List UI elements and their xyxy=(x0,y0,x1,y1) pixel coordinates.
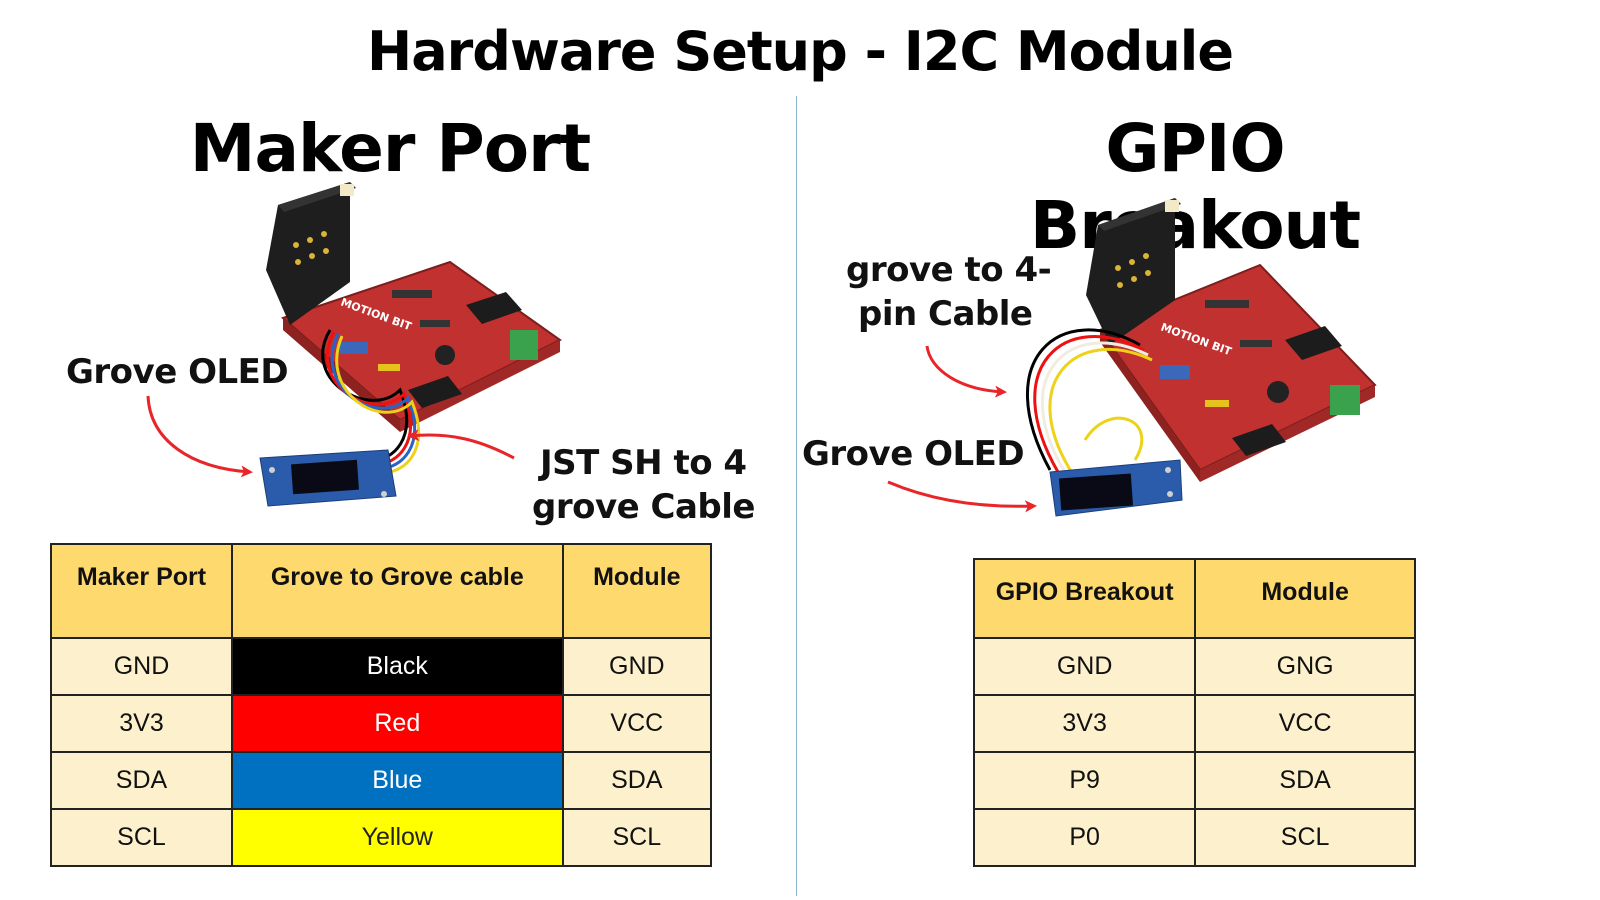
left-grove-oled-module xyxy=(259,449,397,507)
table-header-row: GPIO Breakout Module xyxy=(972,558,1416,639)
right-grove-oled-module xyxy=(1049,459,1183,517)
module-pin: SCL xyxy=(561,808,713,867)
left-microbit xyxy=(266,182,356,325)
maker-port-pin: GND xyxy=(50,637,233,696)
right-cable-label-line1: grove to 4- xyxy=(846,250,1052,290)
left-cable-arrow xyxy=(407,429,515,460)
table-row: P9 SDA xyxy=(972,751,1416,810)
module-pin: VCC xyxy=(1194,694,1416,753)
cable-color-black: Black xyxy=(230,637,564,696)
left-oled-label: Grove OLED xyxy=(66,352,289,392)
left-oled-arrow xyxy=(146,395,253,478)
column-header: Grove to Grove cable xyxy=(230,543,564,639)
right-cable-arrow xyxy=(925,345,1007,398)
column-header: GPIO Breakout xyxy=(972,558,1197,639)
left-grove-cable xyxy=(321,329,421,474)
right-grove-cable xyxy=(1026,328,1153,477)
module-pin: SCL xyxy=(1194,808,1416,867)
maker-port-pin: SDA xyxy=(50,751,233,810)
module-pin: VCC xyxy=(561,694,713,753)
cable-color-yellow: Yellow xyxy=(230,808,564,867)
gpio-pin: P9 xyxy=(972,751,1197,810)
maker-port-pin: 3V3 xyxy=(50,694,233,753)
callout-arrows xyxy=(146,345,1037,513)
column-header: Module xyxy=(561,543,713,639)
maker-port-heading: Maker Port xyxy=(189,110,591,187)
gpio-pin: 3V3 xyxy=(972,694,1197,753)
maker-port-pin-table: Maker Port Grove to Grove cable Module G… xyxy=(50,543,713,867)
column-header: Maker Port xyxy=(50,543,233,639)
right-oled-arrow xyxy=(887,480,1037,513)
right-motionbit-board: MOTION BIT xyxy=(1098,263,1377,482)
table-row: 3V3 Red VCC xyxy=(50,694,713,753)
section-divider xyxy=(796,96,797,896)
maker-port-pin: SCL xyxy=(50,808,233,867)
module-pin: GNG xyxy=(1194,637,1416,696)
right-microbit xyxy=(1086,198,1181,345)
table-row: GND GNG xyxy=(972,637,1416,696)
table-row: 3V3 VCC xyxy=(972,694,1416,753)
gpio-pin: GND xyxy=(972,637,1197,696)
gpio-pin: P0 xyxy=(972,808,1197,867)
right-oled-label: Grove OLED xyxy=(802,434,1025,474)
left-cable-label-line1: JST SH to 4 xyxy=(540,443,747,483)
table-row: SDA Blue SDA xyxy=(50,751,713,810)
module-pin: SDA xyxy=(1194,751,1416,810)
left-cable-label-line2: grove Cable xyxy=(532,487,755,527)
cable-color-blue: Blue xyxy=(230,751,564,810)
module-pin: SDA xyxy=(561,751,713,810)
table-header-row: Maker Port Grove to Grove cable Module xyxy=(50,543,713,639)
gpio-breakout-pin-table: GPIO Breakout Module GND GNG 3V3 VCC P9 … xyxy=(972,558,1416,867)
table-row: SCL Yellow SCL xyxy=(50,808,713,867)
table-row: GND Black GND xyxy=(50,637,713,696)
module-pin: GND xyxy=(561,637,713,696)
cable-color-red: Red xyxy=(230,694,564,753)
table-row: P0 SCL xyxy=(972,808,1416,867)
right-cable-label-line2: pin Cable xyxy=(858,294,1033,334)
page-title: Hardware Setup - I2C Module xyxy=(367,20,1234,83)
gpio-breakout-heading: GPIO Breakout xyxy=(1029,110,1361,264)
column-header: Module xyxy=(1194,558,1416,639)
